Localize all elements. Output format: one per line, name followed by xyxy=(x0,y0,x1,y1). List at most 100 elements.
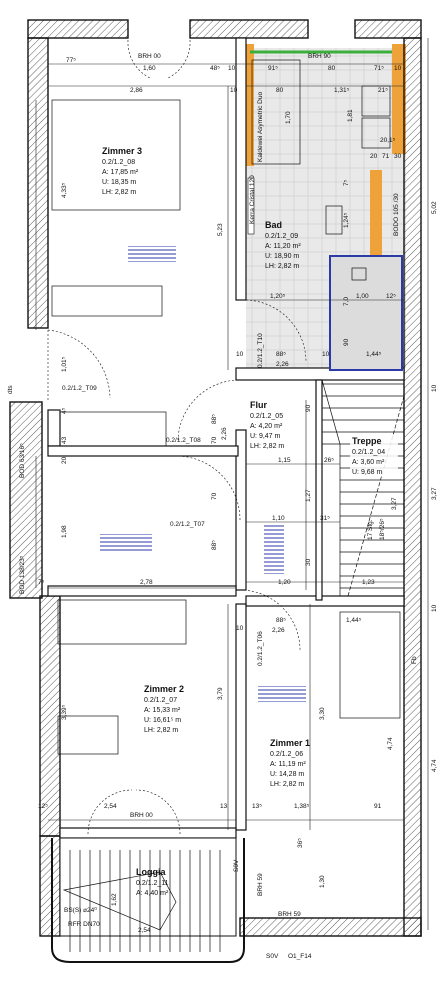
door-label-t09: 0.2/1.2_T09 xyxy=(62,385,97,392)
dim-right-3: 3,27 xyxy=(431,487,438,500)
mirror xyxy=(247,177,255,235)
room-title: Zimmer 3 xyxy=(102,146,142,156)
room-height: LH: 2,82 m xyxy=(144,727,178,734)
opening-label: O1_F14 xyxy=(288,953,312,960)
loggia-floor xyxy=(59,837,237,937)
dim-flur-2: 26⁵ xyxy=(324,457,334,464)
wall-bottom-right xyxy=(239,917,422,937)
bs-label: BS(S) ⌀24⁰ xyxy=(64,906,97,914)
loggia-rail xyxy=(51,838,245,963)
room-title: Zimmer 2 xyxy=(144,684,184,694)
dim-middle-vertical xyxy=(227,86,311,830)
dim-misc-5: 13 xyxy=(220,803,228,810)
bay-label-bottom: BOD 138/23⁵ xyxy=(19,555,26,594)
dim-mid-4: 1,24⁵ xyxy=(343,212,350,228)
dim-left-7: 7⁵ xyxy=(38,579,45,586)
room-area: A: 11,20 m² xyxy=(265,243,301,250)
loggia-grid xyxy=(69,850,221,952)
dim-right-1: 5,02 xyxy=(431,201,438,214)
drain-label: RFR DN70 xyxy=(68,921,100,928)
room-height: LH: 2,82 m xyxy=(270,781,304,788)
wall-zimmer1-top xyxy=(245,595,405,607)
dim-mid-5: 20 xyxy=(370,153,378,160)
dim-low-2: 88⁵ xyxy=(276,617,286,624)
dim-bath-1: 1,20⁵ xyxy=(270,293,286,300)
dts-label: dts xyxy=(7,385,14,394)
door-swing-zimmer2[interactable] xyxy=(177,455,241,521)
room-height: LH: 2,82 m xyxy=(250,443,284,450)
wall-left-upper xyxy=(27,37,49,329)
dim-low-8: 1,38⁵ xyxy=(294,803,310,810)
dim-left-8: 2,78 xyxy=(140,579,153,586)
dim-low-10: 12⁵ xyxy=(38,803,48,810)
room-area: A: 4,20 m² xyxy=(250,423,283,430)
room-zimmer1: Zimmer 1 0.2/1.2_06 A: 11,19 m² U: 14,28… xyxy=(270,738,310,788)
dim-bath-6: 2,26 xyxy=(276,361,289,368)
wall-bay-left xyxy=(9,401,43,599)
room-id: 0.2/1.2_04 xyxy=(352,449,385,456)
wall-right xyxy=(403,37,422,937)
dim-inner-4: 1,31⁵ xyxy=(334,87,350,94)
wall-left-lower xyxy=(39,595,61,837)
wall-zimmer2-mid xyxy=(47,585,237,597)
dim-mid-8: 7⁵ xyxy=(343,179,350,186)
dim-left-3: 4⁵ xyxy=(61,407,68,414)
desk-zimmer2 xyxy=(57,715,119,755)
dim-top-8: 10 xyxy=(394,65,402,72)
door-label-t10: 0.2/1.2_T10 xyxy=(257,333,264,368)
room-zimmer2: Zimmer 2 0.2/1.2_07 A: 15,33 m² U: 16,61… xyxy=(144,684,184,734)
dim-flur-10: 90 xyxy=(305,404,312,412)
room-perimeter: U: 18,90 m xyxy=(265,253,299,260)
bath-orange-zone-left xyxy=(244,44,254,166)
window-label-bad: BRH 90 xyxy=(308,53,331,60)
room-loggia: Loggia 0.2/1.2_11 A: 4,40 m² xyxy=(136,867,169,897)
radiator-zimmer1 xyxy=(258,686,306,702)
dim-inner-5: 21⁵ xyxy=(378,87,388,94)
bed-zimmer2 xyxy=(57,599,187,645)
mirror-label: Kerra Cristal 120 xyxy=(249,175,256,224)
wall-zimmer2-top xyxy=(47,445,239,457)
dim-mid-2: 1,81 xyxy=(347,109,354,122)
door-swing-window-top[interactable] xyxy=(127,39,191,79)
desk-zimmer3 xyxy=(51,285,163,317)
dim-left-1: 4,33⁵ xyxy=(61,182,68,198)
dim-misc-2: 70 xyxy=(211,436,218,444)
wall-zimmer3-bad xyxy=(235,37,247,301)
wall-loggia-left xyxy=(39,835,61,937)
dim-left-6: 1,98 xyxy=(61,525,68,538)
wall-zimmer3-bottom xyxy=(47,409,61,447)
washbasin-2 xyxy=(361,117,391,149)
dim-low-1: 1,44⁵ xyxy=(346,617,362,624)
dim-low-9: 91 xyxy=(374,803,382,810)
wall-zimmer2-zimmer1 xyxy=(235,603,247,831)
door-label-t08: 0.2/1.2_T08 xyxy=(166,437,201,444)
door-swing-loggia-r[interactable] xyxy=(135,789,181,835)
loggia-drain-lines xyxy=(62,871,177,931)
dim-top-line xyxy=(48,63,404,87)
dim-mid-3: 1,70 xyxy=(285,111,292,124)
door-swing-loggia-l[interactable] xyxy=(87,789,133,835)
dim-right-2: 10 xyxy=(431,384,438,392)
dim-right-4: 10 xyxy=(431,604,438,612)
dim-top-5: 91⁵ xyxy=(268,65,278,72)
shower-inner xyxy=(351,267,367,281)
dim-flur-5: 31⁵ xyxy=(320,515,330,522)
sov-label-bottom: S0V xyxy=(266,953,279,960)
dim-bath-9: 10 xyxy=(236,351,244,358)
dim-bath-8: 90 xyxy=(343,338,350,346)
room-id: 0.2/1.2_07 xyxy=(144,697,177,704)
room-title: Bad xyxy=(265,220,282,230)
dim-low-14: 1,30 xyxy=(319,875,326,888)
stair-steps: 17 Stg. xyxy=(367,519,374,540)
dim-horizontals xyxy=(48,299,404,821)
dim-flur-6: 1,20 xyxy=(278,579,291,586)
dim-low-13: 1,62 xyxy=(111,893,118,906)
dim-bath-5: 88⁵ xyxy=(276,351,286,358)
dim-left-5: 20 xyxy=(61,456,68,464)
room-height: LH: 2,82 m xyxy=(265,263,299,270)
dim-bath-4: 12⁵ xyxy=(386,293,396,300)
door-swing-flur-zimmer3[interactable] xyxy=(177,379,239,441)
bathtub xyxy=(251,59,301,165)
door-swing-zimmer3[interactable] xyxy=(47,329,111,400)
